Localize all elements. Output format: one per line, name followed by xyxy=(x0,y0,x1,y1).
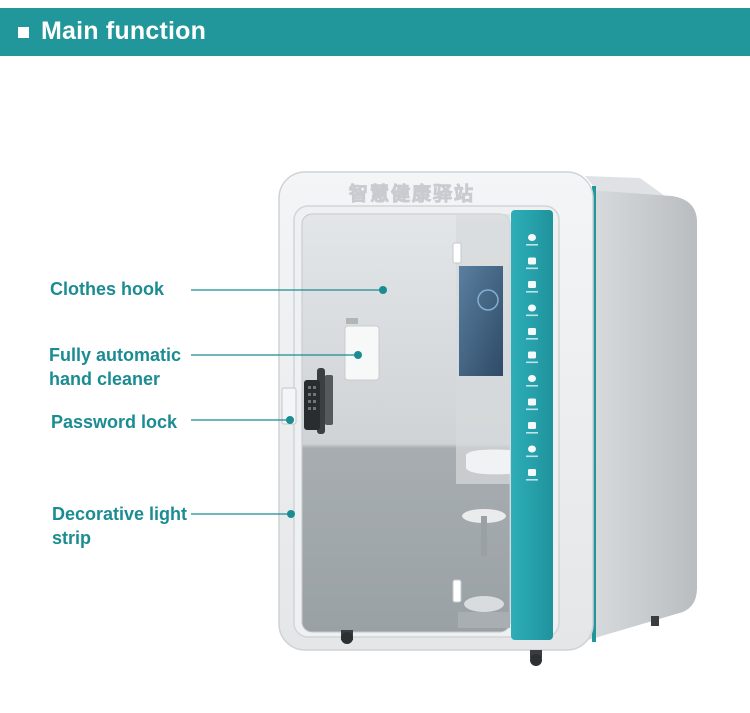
section-title: Main function xyxy=(41,17,207,45)
caster-wheels xyxy=(341,616,659,666)
microphone-icon xyxy=(526,422,538,434)
hand-cleaner-dispenser xyxy=(344,325,380,381)
booth-sign: 智慧健康驿站 xyxy=(349,182,475,205)
door-handle-bar xyxy=(325,375,333,425)
door-hinge-bottom xyxy=(452,579,462,603)
person-icon xyxy=(526,328,538,340)
stool-base xyxy=(464,596,504,612)
callout-clothes-hook: Clothes hook xyxy=(50,277,164,301)
panel-icon-column xyxy=(526,234,538,481)
door-hinge-top xyxy=(452,242,462,264)
stool-leg xyxy=(481,516,487,556)
password-lock-keypad xyxy=(304,380,320,430)
callout-text: Clothes hook xyxy=(50,279,165,299)
callout-light-strip: Decorative light strip xyxy=(52,502,187,550)
wheel-left xyxy=(341,632,353,644)
wheel-mount-back xyxy=(651,616,659,626)
callout-hand-cleaner: Fully automatic hand cleaner xyxy=(49,343,181,391)
callout-text: Fully automatic xyxy=(49,345,182,365)
interior-floor xyxy=(458,612,510,628)
medical-kit-icon xyxy=(526,257,538,270)
screen-graphic xyxy=(477,289,499,311)
callout-text: Password lock xyxy=(51,412,178,432)
monitor-icon xyxy=(526,351,538,364)
section-header: Main function xyxy=(0,8,750,56)
light-strip-marker xyxy=(287,510,295,518)
interior-table xyxy=(466,449,510,475)
side-wall xyxy=(588,190,697,640)
screen-icon xyxy=(526,398,538,411)
people-icon xyxy=(526,281,538,293)
callout-password-lock: Password lock xyxy=(51,410,177,434)
callout-text: hand cleaner xyxy=(49,369,161,389)
bullet-square xyxy=(18,27,29,38)
user-icon xyxy=(526,445,538,458)
dispenser-top xyxy=(346,318,358,324)
password-lock-marker xyxy=(286,416,294,424)
hand-cleaner-marker xyxy=(354,351,362,359)
clothes-hook-marker xyxy=(379,286,387,294)
gear-icon xyxy=(526,469,538,481)
callout-text: Decorative light xyxy=(52,504,188,524)
cloud-icon xyxy=(526,375,538,387)
interior-screen xyxy=(459,266,503,376)
lock-plate xyxy=(281,387,297,425)
wheel-right xyxy=(530,654,542,666)
heart-hand-icon xyxy=(526,304,538,317)
callout-text: strip xyxy=(52,528,92,548)
heart-icon xyxy=(526,234,538,246)
